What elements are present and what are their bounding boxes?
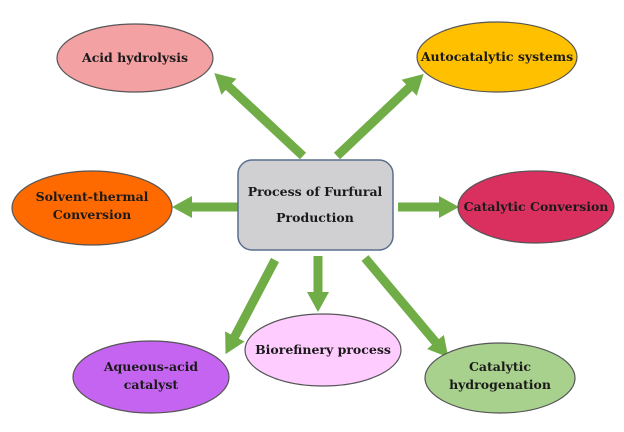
node-biorefinery-process: Biorefinery process xyxy=(244,313,402,387)
arrows xyxy=(172,73,459,358)
node-label: Biorefinery process xyxy=(255,342,391,357)
node-aqueous-acid-catalyst: Aqueous-acid catalyst xyxy=(72,340,230,414)
node-solvent-thermal: Solvent-thermal Conversion xyxy=(11,170,173,246)
arrow-to-hydrogenation xyxy=(361,255,449,358)
node-label: Autocatalytic systems xyxy=(420,49,573,64)
node-catalytic-hydrogenation: Catalytic hydrogenation xyxy=(424,342,576,414)
center-title-line2: Production xyxy=(276,210,354,225)
center-title-line1: Process of Furfural xyxy=(248,184,383,199)
arrow-to-acid-hydrolysis xyxy=(214,73,307,160)
center-box: Process of Furfural Production xyxy=(237,159,394,251)
node-catalytic-conversion: Catalytic Conversion xyxy=(457,170,615,244)
node-acid-hydrolysis: Acid hydrolysis xyxy=(56,23,214,93)
node-label-line2: catalyst xyxy=(124,377,179,392)
arrow-to-autocatalytic xyxy=(333,74,424,160)
node-label-line1: Solvent-thermal xyxy=(36,189,149,204)
node-label-line1: Catalytic xyxy=(469,359,531,374)
arrow-to-aqueous-acid xyxy=(225,257,279,355)
node-label-line2: Conversion xyxy=(53,207,131,222)
node-label: Catalytic Conversion xyxy=(464,199,609,214)
node-label-line2: hydrogenation xyxy=(449,377,551,392)
node-label-line1: Aqueous-acid xyxy=(103,359,199,374)
node-label: Acid hydrolysis xyxy=(81,50,188,65)
node-autocatalytic-systems: Autocatalytic systems xyxy=(416,21,578,93)
